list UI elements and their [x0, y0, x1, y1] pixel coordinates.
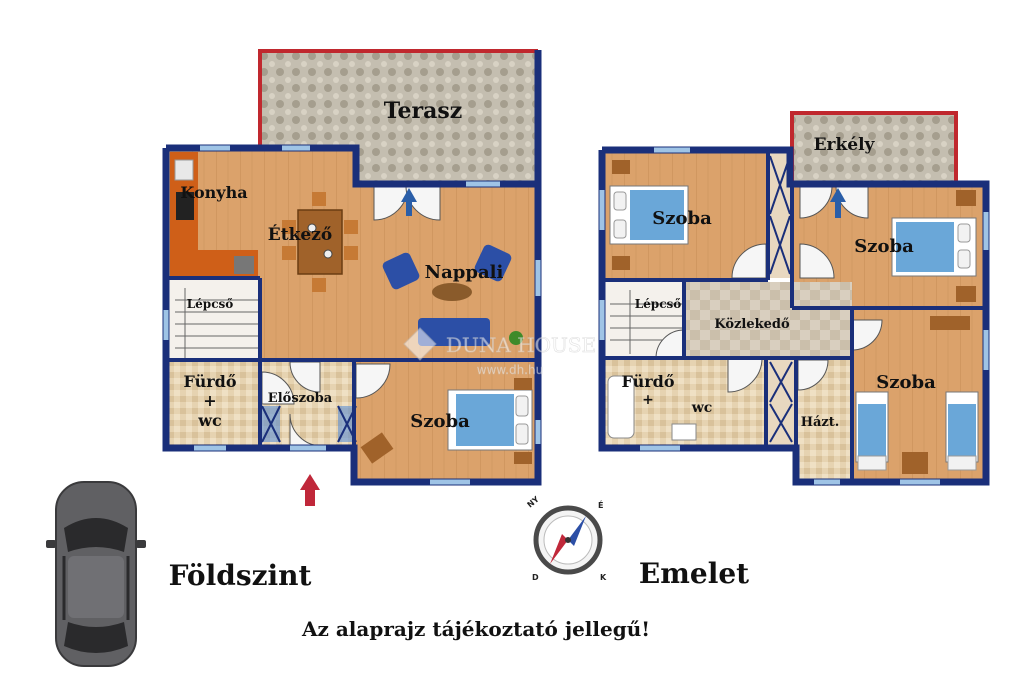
- room-label-furdo-line3: wc: [197, 411, 222, 430]
- upper-doors: [655, 185, 883, 393]
- room-label-szoba: Szoba: [410, 411, 470, 432]
- upper-bathroom-fixtures: [607, 375, 697, 441]
- room-label-furdo-upper-line3: wc: [691, 400, 713, 416]
- ground-bathroom-fixtures: [261, 405, 357, 443]
- room-label-furdo-upper-line1: Fürdő: [622, 372, 675, 391]
- room-label-terasz: Terasz: [384, 98, 463, 124]
- upper-inner-walls: [602, 150, 986, 482]
- terrace-door-arrow: [401, 188, 417, 216]
- watermark-url: www.dh.hu: [477, 363, 543, 377]
- ground-inner-walls: [166, 276, 538, 448]
- corridor-floor: [684, 282, 852, 358]
- compass-icon: NY É D K: [526, 494, 607, 582]
- ground-stairs: [175, 288, 258, 358]
- ground-bedroom-bed: [360, 378, 533, 464]
- ground-windows: [163, 145, 541, 485]
- ground-doors: [261, 185, 441, 447]
- compass-label-e: É: [598, 499, 603, 510]
- room-label-szoba-3: Szoba: [876, 372, 936, 393]
- closet-strip-2: [768, 358, 794, 446]
- kitchen-oven: [234, 256, 254, 274]
- room-label-erkely: Erkély: [814, 135, 876, 155]
- watermark: DUNA HOUSE www.dh.hu: [403, 327, 596, 377]
- room-label-furdo-line1: Fürdő: [184, 372, 237, 391]
- car-icon: [46, 481, 146, 667]
- room-label-haztart: Házt.: [801, 415, 840, 430]
- compass-label-k: K: [600, 573, 607, 582]
- room-label-lepcso-upper: Lépcső: [635, 297, 682, 311]
- living-room-furniture: [382, 244, 523, 346]
- kitchen-sink: [174, 159, 194, 181]
- room-label-lepcso: Lépcső: [187, 297, 234, 311]
- watermark-brand: DUNA HOUSE: [446, 333, 596, 357]
- ground-floor-title: Földszint: [169, 559, 312, 592]
- room-label-eloszoba: Előszoba: [268, 391, 333, 406]
- room-label-szoba-2: Szoba: [854, 236, 914, 257]
- upper-bed-2: [891, 190, 977, 302]
- upper-bed-1: [609, 160, 689, 270]
- dining-table: [282, 192, 358, 292]
- room-label-furdo-upper-line2: +: [642, 392, 654, 408]
- ground-floor-plan: Terasz Konyha Étkező Nappali Lépcső Fürd…: [162, 49, 542, 506]
- compass-label-ny: NY: [526, 494, 542, 509]
- stairs-area: [168, 280, 260, 360]
- balcony-area: [792, 113, 956, 181]
- room-label-etkezo: Étkező: [268, 224, 332, 245]
- bathroom-floor: [168, 362, 260, 446]
- upper-floor-plan: Erkély Szoba Szoba Szoba Lépcső Közleked…: [598, 111, 990, 486]
- room-label-nappali: Nappali: [425, 262, 504, 283]
- balcony-door-arrow: [830, 188, 846, 218]
- kitchen-stove: [176, 192, 194, 220]
- disclaimer-text: Az alaprajz tájékoztató jellegű!: [301, 617, 650, 641]
- terrace-railing: [258, 49, 538, 180]
- compass-label-d: D: [532, 573, 539, 582]
- upper-beds-3: [855, 316, 979, 474]
- room-label-szoba-1: Szoba: [652, 208, 712, 229]
- upper-floor-title: Emelet: [639, 557, 749, 590]
- room-label-konyha: Konyha: [180, 183, 247, 202]
- entrance-arrow: [300, 474, 320, 506]
- room-label-kozlekedo: Közlekedő: [714, 317, 790, 332]
- kitchen-counter: [170, 152, 258, 278]
- upper-windows: [599, 147, 989, 485]
- watermark-logo-icon: [403, 327, 437, 361]
- room-label-furdo-line2: +: [203, 391, 216, 410]
